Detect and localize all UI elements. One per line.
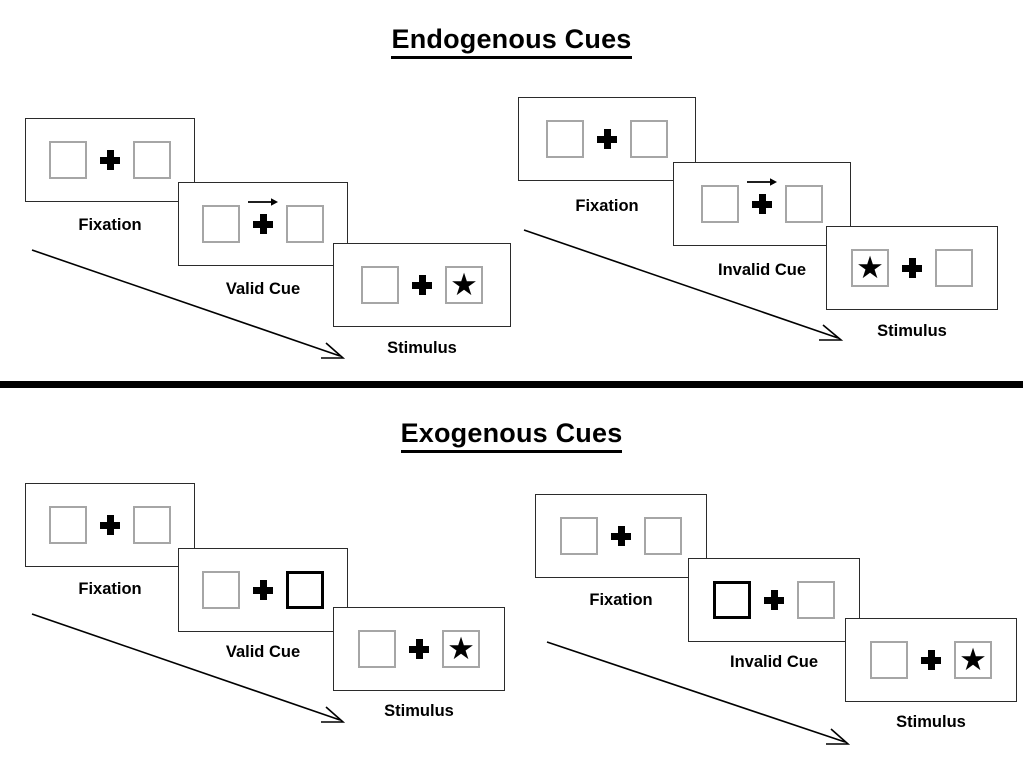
plus-icon — [253, 214, 273, 234]
screen-exogenous-invalid-stimulus[interactable]: ★ — [845, 618, 1017, 702]
box-right-target[interactable]: ★ — [445, 266, 483, 304]
box-right-target[interactable]: ★ — [442, 630, 480, 668]
fixation-cross-wrap — [908, 650, 954, 670]
box-left[interactable] — [560, 517, 598, 555]
label-endogenous-invalid-cue: Invalid Cue — [717, 261, 807, 279]
plus-icon — [611, 526, 631, 546]
box-right[interactable] — [630, 120, 668, 158]
label-exogenous-invalid-stimulus: Stimulus — [896, 713, 966, 731]
plus-icon — [597, 129, 617, 149]
star-icon: ★ — [856, 249, 884, 285]
fixation-cross-wrap — [87, 150, 133, 170]
section-divider — [0, 381, 1023, 388]
label-exogenous-valid-cue: Valid Cue — [225, 643, 301, 661]
star-icon: ★ — [450, 266, 478, 302]
label-exogenous-valid-stimulus: Stimulus — [384, 702, 454, 720]
box-right[interactable] — [644, 517, 682, 555]
box-right[interactable] — [286, 205, 324, 243]
box-right[interactable] — [133, 506, 171, 544]
box-right[interactable] — [133, 141, 171, 179]
screen-endogenous-valid-fixation[interactable] — [25, 118, 195, 202]
label-endogenous-valid-fixation: Fixation — [78, 216, 142, 234]
section-title-exogenous: Exogenous Cues — [0, 418, 1023, 453]
fixation-cross-wrap — [240, 198, 286, 234]
plus-icon — [253, 580, 273, 600]
section-title-endogenous: Endogenous Cues — [0, 24, 1023, 59]
screen-endogenous-invalid-cue[interactable] — [673, 162, 851, 246]
box-left[interactable] — [202, 205, 240, 243]
screen-endogenous-valid-stimulus[interactable]: ★ — [333, 243, 511, 327]
screen-endogenous-invalid-stimulus[interactable]: ★ — [826, 226, 998, 310]
box-left[interactable] — [49, 141, 87, 179]
box-right[interactable] — [797, 581, 835, 619]
box-right-cued[interactable] — [286, 571, 324, 609]
fixation-cross-wrap — [889, 258, 935, 278]
fixation-cross-wrap — [584, 129, 630, 149]
label-exogenous-valid-fixation: Fixation — [78, 580, 142, 598]
label-endogenous-invalid-fixation: Fixation — [575, 197, 639, 215]
fixation-cross-wrap — [240, 580, 286, 600]
box-left[interactable] — [202, 571, 240, 609]
plus-icon — [100, 515, 120, 535]
box-left[interactable] — [701, 185, 739, 223]
box-left[interactable] — [361, 266, 399, 304]
arrow-right-icon — [248, 197, 278, 207]
screen-endogenous-valid-cue[interactable] — [178, 182, 348, 266]
fixation-cross-wrap — [87, 515, 133, 535]
box-left[interactable] — [870, 641, 908, 679]
plus-icon — [752, 194, 772, 214]
fixation-cross-wrap — [739, 178, 785, 214]
box-left[interactable] — [49, 506, 87, 544]
box-left[interactable] — [546, 120, 584, 158]
box-right[interactable] — [935, 249, 973, 287]
label-endogenous-invalid-stimulus: Stimulus — [877, 322, 947, 340]
screen-exogenous-invalid-fixation[interactable] — [535, 494, 707, 578]
star-icon: ★ — [447, 630, 475, 666]
box-right[interactable] — [785, 185, 823, 223]
screen-endogenous-invalid-fixation[interactable] — [518, 97, 696, 181]
screen-exogenous-valid-cue[interactable] — [178, 548, 348, 632]
plus-icon — [412, 275, 432, 295]
box-left-cued[interactable] — [713, 581, 751, 619]
section-title-exogenous-text: Exogenous Cues — [400, 418, 623, 453]
fixation-cross-wrap — [598, 526, 644, 546]
plus-icon — [409, 639, 429, 659]
box-left[interactable] — [358, 630, 396, 668]
label-endogenous-valid-cue: Valid Cue — [225, 280, 301, 298]
box-left-target[interactable]: ★ — [851, 249, 889, 287]
label-exogenous-invalid-cue: Invalid Cue — [729, 653, 819, 671]
label-exogenous-invalid-fixation: Fixation — [589, 591, 653, 609]
fixation-cross-wrap — [396, 639, 442, 659]
screen-exogenous-invalid-cue[interactable] — [688, 558, 860, 642]
screen-exogenous-valid-stimulus[interactable]: ★ — [333, 607, 505, 691]
arrow-right-icon — [747, 177, 777, 187]
plus-icon — [921, 650, 941, 670]
fixation-cross-wrap — [751, 590, 797, 610]
box-right-target[interactable]: ★ — [954, 641, 992, 679]
label-endogenous-valid-stimulus: Stimulus — [387, 339, 457, 357]
section-title-endogenous-text: Endogenous Cues — [391, 24, 632, 59]
plus-icon — [902, 258, 922, 278]
plus-icon — [100, 150, 120, 170]
fixation-cross-wrap — [399, 275, 445, 295]
plus-icon — [764, 590, 784, 610]
screen-exogenous-valid-fixation[interactable] — [25, 483, 195, 567]
star-icon: ★ — [959, 641, 987, 677]
